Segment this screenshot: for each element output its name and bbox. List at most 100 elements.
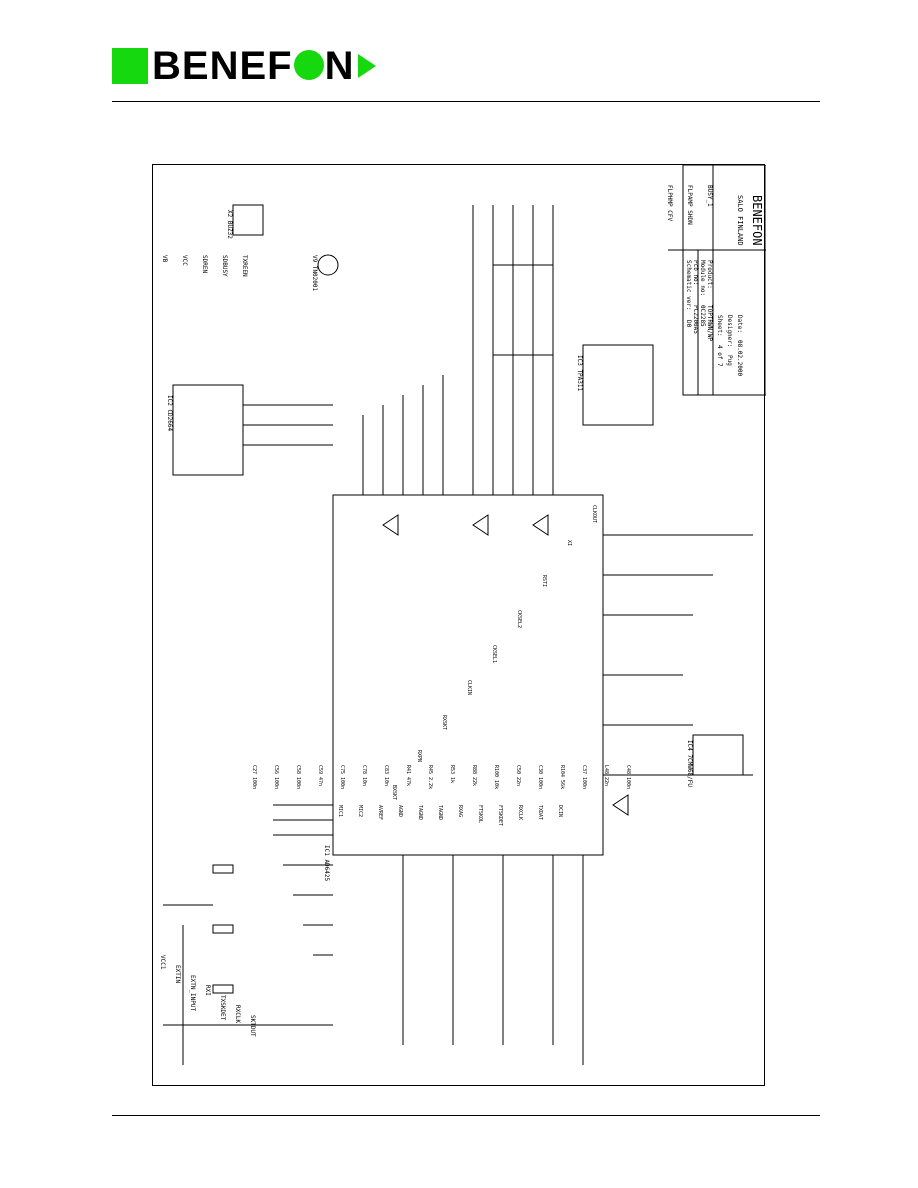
ic-pin-label: TAGND (417, 805, 423, 820)
ic2-label: IC2 CD2664 (166, 395, 173, 432)
schematic-drawing: BENEFON SALO FINLAND Product: TOPTRWN/WP… (159, 164, 767, 1065)
ic-pin-label: RXCLK (517, 805, 523, 820)
footer-rule (112, 1115, 820, 1116)
title-module: 0C2285 (699, 305, 706, 327)
title-company: BENEFON (750, 195, 764, 246)
top-net-label: SDREN (201, 255, 208, 273)
transistor-v9 (317, 254, 339, 276)
title-date-label: Date: (736, 315, 743, 333)
ic-pin-label: AVREF (377, 805, 383, 820)
right-net-labels: FLPHMP CFV FLPAMP SHDN BUSY_1 (666, 185, 713, 225)
ic-pin-label: MIC1 (337, 805, 343, 817)
crystal-label: X2 BUZ32 (226, 210, 233, 239)
pin-left-labels: MIC1 MIC2 AVREF AGND TAGND TAGND RXAG FTSKOL FTS… (337, 805, 563, 826)
title-pcb-label: Pcb no: (692, 260, 699, 285)
title-location: SALO FINLAND (736, 195, 744, 246)
header-rule (112, 101, 820, 102)
component-label: C37 100n (581, 765, 587, 789)
ic-pin-label: CKSEL1 (491, 645, 497, 663)
main-ic-body (332, 494, 604, 856)
ic-pin-label: FTSKDET (497, 805, 503, 826)
component-labels: C27 100n C56 100n C58 100n C59 47n C75 100n C… (251, 765, 631, 789)
component-label: C27 100n (251, 765, 257, 789)
ic-pin-label: RXPN (416, 750, 422, 762)
title-product-label: Product: (706, 260, 713, 289)
title-date: 08.02.2000 (736, 340, 743, 377)
ic-pin-label: CLKIN (466, 680, 472, 695)
title-pcb: PC2200A5 (692, 305, 699, 334)
ic4-label: IC4 7CMW68/FU (686, 740, 693, 787)
ic-pin-label: AGND (397, 805, 403, 817)
left-net-label: SKTDUT (249, 1015, 256, 1037)
component-label: R45 2.2k (427, 765, 433, 789)
logo-green-square (112, 48, 148, 84)
ic-pin-label: RXSKT (441, 715, 447, 730)
ic-pin-label: RXAG (457, 805, 463, 817)
top-net-label: VB (161, 255, 168, 263)
title-designer: Pug (726, 355, 733, 366)
bottom-nets (402, 855, 584, 1065)
component-label: R53 1k (449, 765, 455, 783)
right-net-label: FLPHMP CFV (666, 185, 673, 222)
component-label: C48 100n (625, 765, 631, 789)
ic-pin-label: TAGND (437, 805, 443, 820)
ic-pin-label: BXSKT (391, 785, 397, 800)
component-label: L48 22n (603, 765, 609, 786)
component-label: C56 100n (273, 765, 279, 789)
crystal-x2 (232, 204, 264, 236)
component-label: C83 10n (383, 765, 389, 786)
title-designer-label: Designer: (726, 315, 733, 348)
component-label: R100 10k (493, 765, 499, 789)
left-net-label: VCC1 (159, 955, 166, 970)
component-label: C75 100n (339, 765, 345, 789)
buffer-block (492, 264, 554, 356)
component-label: C50 22n (515, 765, 521, 786)
title-schematic: D0 (685, 320, 692, 328)
left-net-label: TXSKDET (219, 995, 226, 1021)
top-net-label: TXREEN (241, 255, 248, 277)
left-net-label: RXCLK (234, 1005, 241, 1023)
component-label: C30 100n (537, 765, 543, 789)
left-net-label: RXI (204, 985, 211, 996)
component-label: R104 56k (559, 765, 565, 789)
ic-pin-label: XI (566, 540, 572, 546)
ic-pin-label: CLKOUT (591, 505, 597, 523)
ic4-body (692, 734, 744, 776)
top-net-label: SDBUSY (221, 255, 228, 277)
ic3-label: IC3 TPA311 (576, 355, 583, 392)
component-label: C59 47n (317, 765, 323, 786)
component-label: R88 22k (471, 765, 477, 786)
ic-pin-label: CKSEL2 (516, 610, 522, 628)
ic3-body (582, 344, 654, 426)
left-pin-lines (273, 804, 333, 956)
left-components (163, 864, 333, 1065)
ic2-body (172, 384, 244, 476)
ic-pin-label: RSTI (541, 575, 547, 587)
ic-pin-label: TXDAT (537, 805, 543, 820)
title-sheet-label: Sheet: (716, 315, 723, 337)
left-net-label: EXTIN (174, 965, 181, 983)
right-net-label: BUSY_1 (706, 185, 713, 207)
top-pin-lines (362, 205, 554, 495)
logo-arrow-icon (358, 54, 377, 78)
title-module-label: Module no: (699, 260, 706, 296)
transistor-label: V9 TN02001 (311, 255, 318, 292)
title-product: TOPTRWN/WP (706, 305, 713, 342)
top-net-labels: VB VCC SDREN SDBUSY TXREEN (161, 255, 248, 277)
title-schematic-label: Schematic ver: (685, 260, 692, 311)
right-net-label: FLPAMP SHDN (686, 185, 693, 225)
component-label: C78 10n (361, 765, 367, 786)
top-net-label: VCC (181, 255, 188, 266)
ic-pin-label: MIC2 (357, 805, 363, 817)
right-pin-lines (603, 534, 753, 776)
title-sheet: 4 of 7 (716, 345, 723, 367)
schematic-sheet: BENEFON SALO FINLAND Product: TOPTRWN/WP… (152, 164, 767, 1086)
ic-pin-label: DCIN (557, 805, 563, 817)
left-net-label: EXTN_INPUT (189, 975, 196, 1012)
ic-pin-label: FTSKOL (477, 805, 483, 823)
component-label: C58 100n (295, 765, 301, 789)
